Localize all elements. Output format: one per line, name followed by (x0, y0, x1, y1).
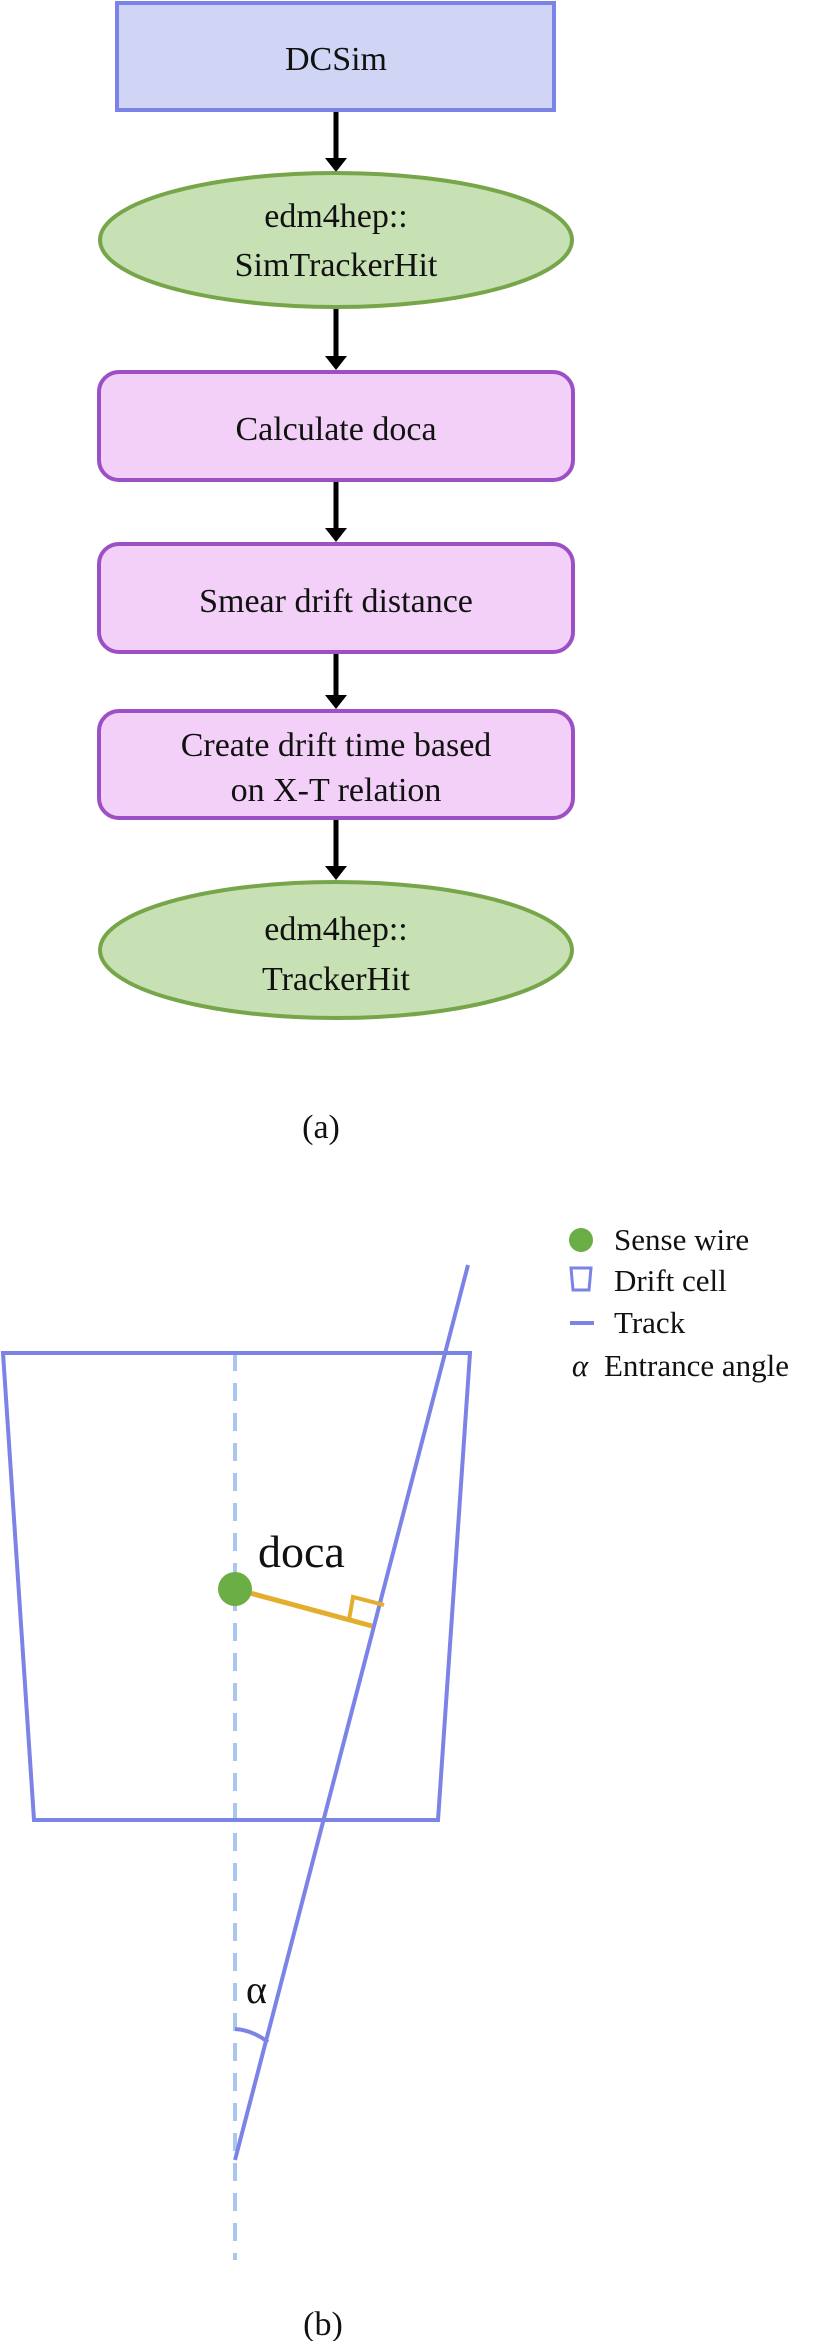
node-doca: Calculate doca (97, 370, 575, 482)
node-trackerhit-line1: edm4hep:: (264, 911, 408, 948)
legend-item-sense-wire: Sense wire (569, 1222, 749, 1257)
legend-item-entrance-angle: α Entrance angle (572, 1348, 789, 1383)
arrowhead (325, 356, 347, 370)
doca-label: doca (258, 1526, 345, 1577)
node-drifttime-line2: on X-T relation (231, 772, 442, 809)
arrowhead (325, 158, 347, 172)
node-smear-label: Smear drift distance (199, 583, 473, 620)
legend-item-drift-cell: Drift cell (569, 1263, 727, 1298)
drift-cell-diagram: doca α Sense wire Drift cell Track α Ent… (0, 1222, 789, 2341)
node-doca-box (97, 370, 575, 482)
legend-alpha-icon: α (572, 1348, 589, 1383)
node-dcsim-box (115, 1, 556, 112)
node-smear: Smear drift distance (97, 542, 575, 654)
entrance-angle-arc (234, 2027, 270, 2044)
legend-drift-cell-label: Drift cell (614, 1263, 727, 1298)
node-doca-label: Calculate doca (235, 411, 436, 448)
node-dcsim-label: DCSim (285, 41, 387, 78)
arrowhead (325, 528, 347, 542)
track-line (233, 1264, 470, 2161)
legend-item-track: Track (570, 1305, 686, 1340)
arrowhead (325, 695, 347, 709)
node-smear-box (97, 542, 575, 654)
caption-b: (b) (303, 2306, 343, 2341)
flow-arrows (325, 110, 347, 880)
drift-cell-outline (0, 1351, 473, 1822)
node-drifttime-box (97, 709, 575, 820)
flowchart: DCSim edm4hep:: SimTrackerHit Calculate … (97, 1, 575, 1146)
legend-drift-cell-icon (569, 1266, 593, 1292)
sense-wire (218, 1572, 252, 1606)
caption-a: (a) (302, 1109, 340, 1146)
legend-track-label: Track (614, 1305, 686, 1340)
node-drifttime-line1: Create drift time based (181, 727, 492, 764)
node-dcsim: DCSim (115, 1, 556, 112)
node-drifttime: Create drift time based on X-T relation (97, 709, 575, 820)
node-simhit-ellipse (98, 171, 574, 309)
right-angle-marker (347, 1594, 385, 1621)
node-simhit: edm4hep:: SimTrackerHit (98, 171, 574, 309)
legend-entrance-angle-label: Entrance angle (604, 1348, 789, 1383)
node-trackerhit-ellipse (98, 880, 574, 1020)
legend: Sense wire Drift cell Track α Entrance a… (569, 1222, 789, 1383)
node-trackerhit: edm4hep:: TrackerHit (98, 880, 574, 1020)
node-trackerhit-line2: TrackerHit (262, 961, 410, 998)
arrowhead (325, 866, 347, 880)
angle-label: α (246, 1967, 267, 2012)
node-simhit-line2: SimTrackerHit (235, 247, 438, 284)
legend-sense-wire-label: Sense wire (614, 1222, 749, 1257)
node-simhit-line1: edm4hep:: (264, 198, 408, 235)
legend-sense-wire-icon (569, 1228, 593, 1252)
